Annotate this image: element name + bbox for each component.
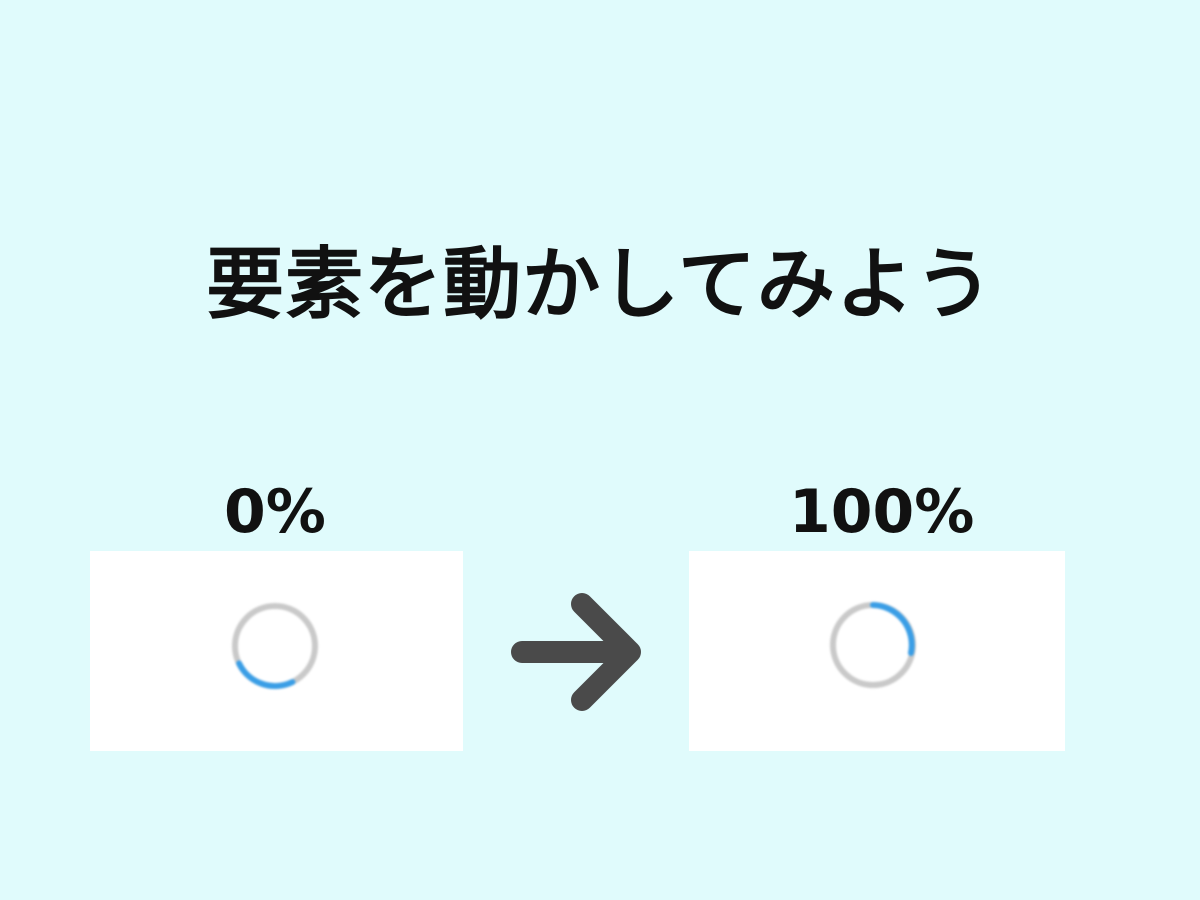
arrow-right-icon	[511, 593, 641, 711]
spinner-arc	[236, 660, 296, 689]
start-state-panel	[90, 551, 463, 751]
end-percent-label: 100%	[789, 477, 975, 547]
end-state-panel	[689, 551, 1065, 751]
start-percent-label: 0%	[224, 477, 326, 547]
page-title: 要素を動かしてみよう	[206, 240, 994, 330]
spinner-arc	[870, 602, 915, 656]
loading-spinner-icon-end	[830, 602, 916, 688]
loading-spinner-icon-start	[232, 603, 318, 689]
